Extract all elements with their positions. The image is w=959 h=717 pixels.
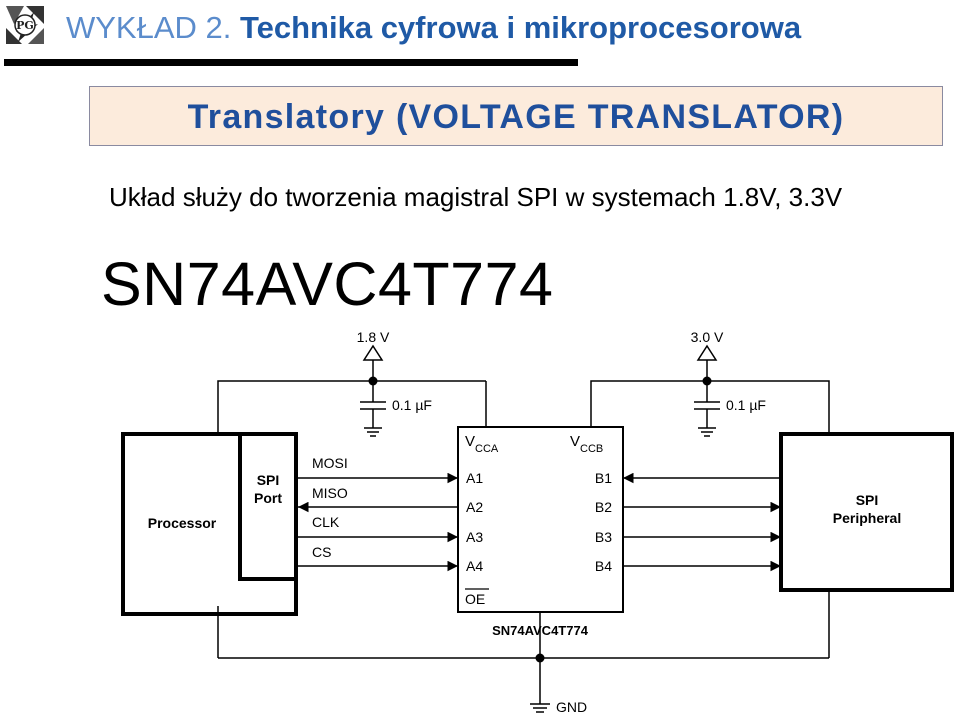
left-supply: 1.8 V 0.1 µF (217, 329, 487, 606)
processor-box (121, 432, 298, 616)
left-cap-label: 0.1 µF (392, 397, 432, 413)
left-supply-triangle-icon (362, 344, 384, 361)
header-divider (4, 59, 578, 66)
description-text: Układ służy do tworzenia magistral SPI w… (109, 182, 843, 212)
left-supply-label: 1.8 V (357, 329, 390, 345)
chip-pin-oe: OE (465, 591, 485, 607)
right-supply-label: 3.0 V (691, 329, 724, 345)
spi-port-box (238, 432, 298, 581)
right-supply: 3.0 V 0.1 µF (590, 329, 830, 658)
peripheral-label-2: Peripheral (833, 510, 901, 526)
section-title: Translatory (VOLTAGE TRANSLATOR) (187, 98, 845, 136)
chip-pin-a4: A4 (466, 558, 483, 574)
chip-pin-b1: B1 (595, 470, 612, 486)
peripheral-box (779, 432, 954, 592)
ground-junction (535, 653, 545, 663)
course-title: Technika cyfrowa i mikroprocesorowa (240, 10, 802, 45)
right-signal-wires (623, 472, 781, 572)
signal-labels: MOSI MISO CLK CS (312, 455, 348, 560)
right-supply-triangle-icon (696, 344, 718, 361)
chip-vcca-label: VCCA (465, 433, 499, 455)
peripheral-label-1: SPI (856, 492, 879, 508)
left-signal-wires (298, 472, 458, 572)
translator-chip: VCCA VCCB A1 A2 A3 A4 B1 B2 B3 B4 OE SN7… (457, 426, 624, 638)
lecture-number: WYKŁAD 2. (66, 10, 240, 45)
chip-name-label: SN74AVC4T774 (492, 623, 589, 638)
svg-text:PG: PG (16, 19, 34, 32)
signal-label-clk: CLK (312, 514, 340, 530)
chip-vccb-label: VCCB (570, 433, 603, 455)
right-cap-label: 0.1 µF (726, 397, 766, 413)
peripheral-block: SPI Peripheral (779, 432, 954, 592)
processor-label: Processor (148, 515, 217, 531)
processor-block: Processor SPI Port (121, 432, 298, 616)
signal-label-mosi: MOSI (312, 455, 348, 471)
part-number-heading: SN74AVC4T774 (101, 250, 554, 318)
signal-label-cs: CS (312, 544, 331, 560)
chip-pin-b3: B3 (595, 529, 612, 545)
chip-box (457, 426, 624, 613)
section-title-box: Translatory (VOLTAGE TRANSLATOR) (89, 86, 943, 146)
pg-logo-icon: PG (3, 3, 47, 47)
left-supply-junction (368, 376, 378, 386)
chip-pin-b4: B4 (595, 558, 612, 574)
signal-label-miso: MISO (312, 485, 348, 501)
ground-label: GND (556, 699, 587, 715)
chip-pin-b2: B2 (595, 499, 612, 515)
spi-port-label-2: Port (254, 490, 282, 506)
page-header: WYKŁAD 2. Technika cyfrowa i mikroproces… (66, 8, 801, 48)
ground-net: GND (217, 606, 829, 715)
right-supply-junction (702, 376, 712, 386)
chip-pin-a2: A2 (466, 499, 483, 515)
chip-pin-a3: A3 (466, 529, 483, 545)
chip-pin-a1: A1 (466, 470, 483, 486)
spi-port-label-1: SPI (257, 472, 280, 488)
